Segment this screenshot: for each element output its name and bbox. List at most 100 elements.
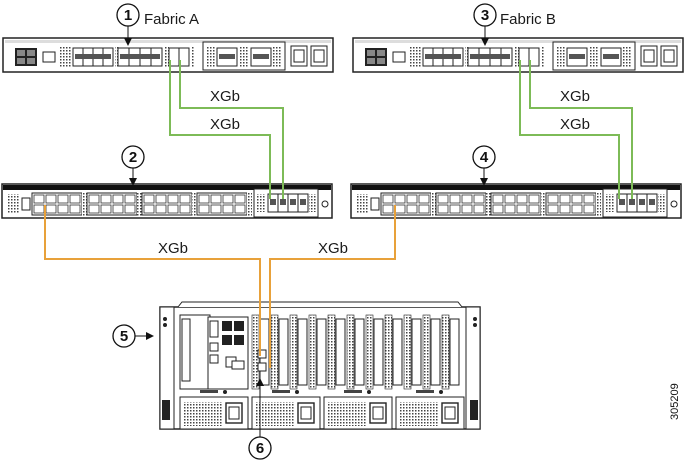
fabric-extender-a [1, 183, 333, 219]
pcie-slot-vent [403, 314, 412, 390]
link-label: XGb [560, 88, 590, 105]
rj45-port [528, 204, 540, 214]
rj45-port [57, 204, 69, 214]
vent [541, 192, 546, 216]
psu-led [439, 390, 443, 394]
rj45-port [124, 194, 136, 204]
pcie-slot-vent [308, 314, 317, 390]
rj45-port [143, 194, 155, 204]
rj45-port [167, 204, 179, 214]
rj45-port [179, 194, 191, 204]
management-ports [15, 47, 71, 67]
psu-label [272, 390, 290, 393]
rj45-port [112, 194, 124, 204]
rj45-port [449, 204, 461, 214]
pcie-slot-cover [278, 318, 289, 386]
uplink-module [253, 188, 319, 218]
psu-vent [256, 402, 294, 426]
rj45-port [461, 204, 473, 214]
rj45-port [57, 194, 69, 204]
pcie-slot-vent [289, 314, 298, 390]
pcie-slot-vent [384, 314, 393, 390]
psu-label [344, 390, 362, 393]
rj45-port [234, 194, 246, 204]
pcie-slot-vent [441, 314, 450, 390]
callout-5: 5 [112, 324, 154, 348]
rj45-port [100, 204, 112, 214]
vent [247, 192, 252, 216]
callout-4: 4 [472, 145, 496, 186]
link-label: XGb [560, 116, 590, 133]
rj45-port [382, 204, 394, 214]
rj45-port [559, 194, 571, 204]
rj45-port [234, 204, 246, 214]
rj45-port [504, 204, 516, 214]
callout-number: 4 [480, 149, 489, 166]
rj45-port [504, 194, 516, 204]
power-supplies [179, 390, 465, 430]
cable-uplink [169, 60, 271, 199]
uplink-module [602, 188, 668, 218]
rj45-port [571, 194, 583, 204]
psu-label [416, 390, 434, 393]
callout-1: 1 Fabric A [116, 3, 199, 46]
power-inlets [640, 45, 678, 67]
psu-led [367, 390, 371, 394]
vent [137, 192, 142, 216]
callout-6: 6 [248, 378, 272, 460]
psu-inlet-socket [444, 406, 456, 420]
rj45-port [583, 204, 595, 214]
io-module [179, 314, 249, 390]
rj45-port [547, 194, 559, 204]
rj45-port [382, 194, 394, 204]
fabric-interconnect-b [352, 37, 684, 73]
rj45-port [418, 204, 430, 214]
rj45-port [559, 204, 571, 214]
cable-uplink [519, 60, 620, 199]
psu-inlet-socket [228, 406, 240, 420]
rj45-port [33, 204, 45, 214]
rj45-port [473, 194, 485, 204]
vent [596, 192, 601, 216]
link-label: XGb [210, 88, 240, 105]
rj45-port [198, 194, 210, 204]
cable-server [269, 205, 396, 368]
pcie-slot-cover [392, 318, 403, 386]
server-adapter [257, 349, 267, 372]
pcie-slot-cover [411, 318, 422, 386]
pcie-slot-cover [449, 318, 460, 386]
callout-number: 6 [256, 440, 264, 457]
pcie-slot-vent [365, 314, 374, 390]
vent [431, 192, 436, 216]
rj45-port [100, 194, 112, 204]
callout-number: 1 [124, 7, 132, 24]
rj45-port [418, 194, 430, 204]
rj45-port [571, 204, 583, 214]
pcie-slot-vent [346, 314, 355, 390]
fabric-a-label: Fabric A [144, 11, 199, 28]
link-label: XGb [158, 240, 188, 257]
pcie-slot-cover [430, 318, 441, 386]
host-port-blocks [31, 192, 252, 216]
rj45-port [394, 194, 406, 204]
rj45-port [69, 204, 81, 214]
rj45-port [45, 194, 57, 204]
pcie-slots [251, 314, 460, 390]
cable-uplink [179, 60, 284, 199]
rj45-port [155, 204, 167, 214]
pcie-slot-cover [354, 318, 365, 386]
rj45-port [167, 194, 179, 204]
pcie-slot-cover [373, 318, 384, 386]
callout-number: 2 [129, 149, 137, 166]
callout-number: 5 [120, 328, 128, 345]
rj45-port [210, 194, 222, 204]
cable-server [44, 205, 261, 356]
pcie-slot-cover [316, 318, 327, 386]
vent [82, 192, 87, 216]
vent [192, 192, 197, 216]
link-label: XGb [318, 240, 348, 257]
rj45-port [516, 204, 528, 214]
fabric-interconnect-a [2, 37, 334, 73]
rj45-port [437, 194, 449, 204]
